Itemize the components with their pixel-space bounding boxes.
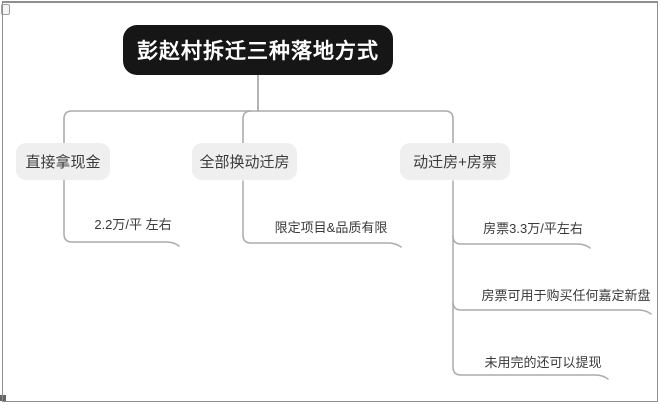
- root-topic-node: 彭赵村拆迁三种落地方式: [123, 25, 393, 75]
- connector-rail: [63, 110, 454, 144]
- connector-ticket-underline-2: [452, 301, 652, 315]
- corner-artifact-bottom-left: [0, 395, 6, 401]
- branch-node-resettlement-housing: 全部换动迁房: [192, 143, 297, 180]
- connector-resettle-underline: [242, 180, 402, 248]
- leaf-ticket-price: 房票3.3万/平左右: [483, 221, 583, 236]
- branch-node-housing-ticket: 动迁房+房票: [400, 143, 510, 180]
- connector-cash-underline: [63, 179, 180, 247]
- connector-ticket-underline-1: [452, 235, 591, 249]
- leaf-resettlement-limitation: 限定项目&品质有限: [274, 220, 388, 235]
- leaf-ticket-cash-out: 未用完的还可以提现: [484, 355, 602, 370]
- leaf-cash-price: 2.2万/平 左右: [94, 217, 172, 232]
- connector-ticket-spine: [452, 180, 609, 380]
- connector-middle-drop: [242, 110, 252, 144]
- leaf-ticket-usage: 房票可用于购买任何嘉定新盘: [481, 288, 651, 303]
- corner-artifact-top-left: [1, 4, 10, 15]
- branch-node-cash: 直接拿现金: [16, 143, 110, 180]
